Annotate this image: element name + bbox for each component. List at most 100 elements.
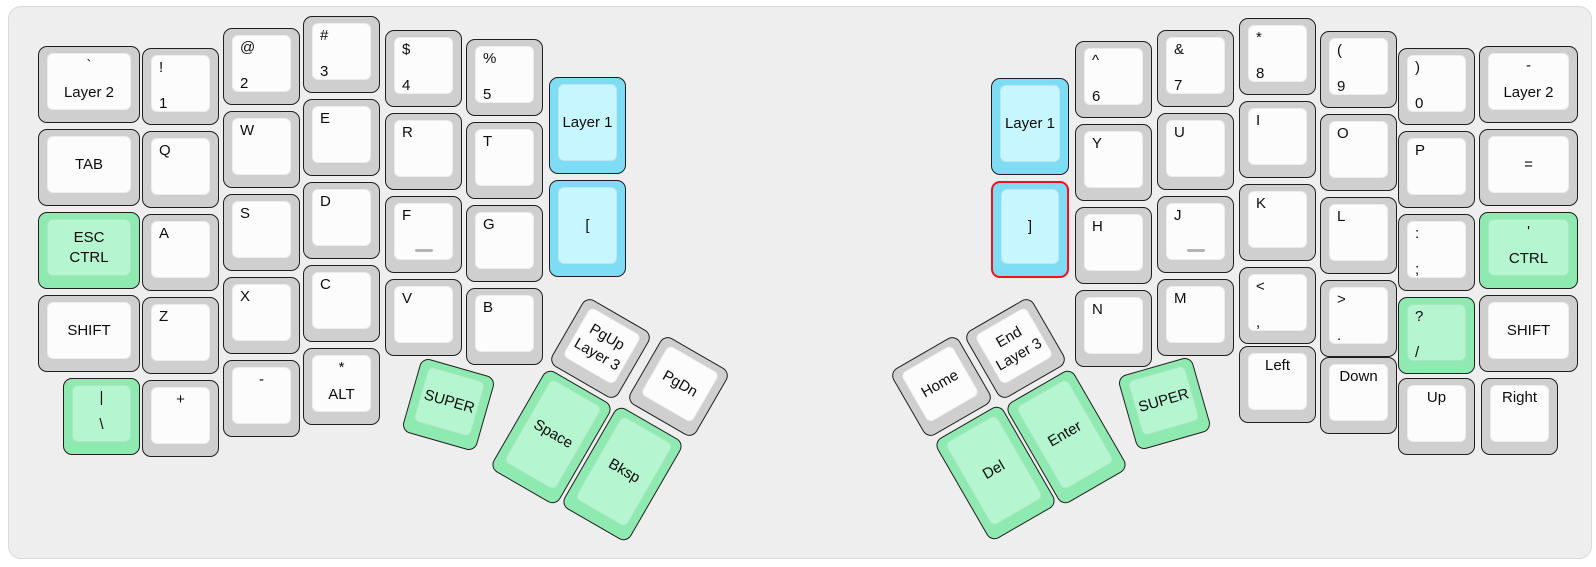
key-r[interactable]: R bbox=[385, 113, 462, 190]
keycap-face: H bbox=[1084, 214, 1143, 271]
keycap-face: !1 bbox=[151, 55, 210, 112]
keycap-face: J bbox=[1166, 203, 1225, 260]
key-f[interactable]: F bbox=[385, 196, 462, 273]
key-quote-ctrl[interactable]: 'CTRL bbox=[1479, 212, 1578, 289]
key-label: G bbox=[483, 216, 495, 233]
keycap-face: Home bbox=[899, 343, 980, 423]
key-lparen-9[interactable]: (9 bbox=[1320, 31, 1397, 108]
key-star-8[interactable]: *8 bbox=[1239, 18, 1316, 95]
key-b[interactable]: B bbox=[466, 288, 543, 365]
key-arrow-up[interactable]: Up bbox=[1398, 378, 1475, 455]
keycap-face: B bbox=[475, 295, 534, 352]
key-right-bracket[interactable]: ] bbox=[991, 181, 1069, 278]
key-label: \ bbox=[99, 416, 104, 433]
key-w[interactable]: W bbox=[223, 111, 300, 188]
keycap-face: Q bbox=[151, 138, 210, 195]
key-label: 7 bbox=[1174, 77, 1183, 94]
key-label: ] bbox=[1027, 217, 1033, 235]
key-label: 8 bbox=[1256, 65, 1265, 82]
key-grave-layer2[interactable]: `Layer 2 bbox=[38, 46, 140, 123]
key-at-2[interactable]: @2 bbox=[223, 28, 300, 105]
key-label: B bbox=[483, 299, 494, 316]
key-x[interactable]: X bbox=[223, 277, 300, 354]
key-p[interactable]: P bbox=[1398, 131, 1475, 208]
key-colon-semicolon[interactable]: :; bbox=[1398, 214, 1475, 291]
key-dollar-4[interactable]: $4 bbox=[385, 30, 462, 107]
key-plus[interactable]: + bbox=[142, 380, 219, 457]
key-label: / bbox=[1415, 344, 1420, 361]
key-super-left[interactable]: SUPER bbox=[400, 356, 496, 452]
keycap-face: A bbox=[151, 221, 210, 278]
key-tab[interactable]: TAB bbox=[38, 129, 140, 206]
key-label: 4 bbox=[402, 77, 411, 94]
key-left-bracket[interactable]: [ bbox=[549, 180, 626, 277]
key-label: > bbox=[1337, 291, 1346, 308]
keycap-face: -Layer 2 bbox=[1488, 53, 1569, 110]
keycap-face: *8 bbox=[1248, 25, 1307, 82]
key-caret-6[interactable]: ^6 bbox=[1075, 41, 1152, 118]
key-o[interactable]: O bbox=[1320, 114, 1397, 191]
key-a[interactable]: A bbox=[142, 214, 219, 291]
key-exclam-1[interactable]: !1 bbox=[142, 48, 219, 125]
key-layer1-left[interactable]: Layer 1 bbox=[549, 77, 626, 174]
keycap-face: N bbox=[1084, 297, 1143, 354]
keycap-face: (9 bbox=[1329, 38, 1388, 95]
key-label: J bbox=[1174, 207, 1182, 224]
key-arrow-right[interactable]: Right bbox=[1481, 378, 1558, 455]
key-d[interactable]: D bbox=[303, 182, 380, 259]
keycap-face: F bbox=[394, 203, 453, 260]
key-hash-3[interactable]: #3 bbox=[303, 16, 380, 93]
key-k[interactable]: K bbox=[1239, 184, 1316, 261]
key-pipe-backslash[interactable]: |\ bbox=[63, 378, 140, 455]
key-minus-layer2[interactable]: -Layer 2 bbox=[1479, 46, 1578, 123]
keycap-face: Layer 1 bbox=[1000, 85, 1060, 162]
key-arrow-down[interactable]: Down bbox=[1320, 357, 1397, 434]
key-lt-comma[interactable]: <, bbox=[1239, 267, 1316, 344]
key-shift-left[interactable]: SHIFT bbox=[38, 295, 140, 372]
key-z[interactable]: Z bbox=[142, 297, 219, 374]
key-layer1-right[interactable]: Layer 1 bbox=[991, 78, 1069, 175]
keycap-face: Left bbox=[1248, 353, 1307, 410]
key-super-right[interactable]: SUPER bbox=[1116, 355, 1212, 451]
key-label: Space bbox=[530, 415, 576, 452]
key-j[interactable]: J bbox=[1157, 196, 1234, 273]
key-e[interactable]: E bbox=[303, 99, 380, 176]
key-g[interactable]: G bbox=[466, 205, 543, 282]
key-label: : bbox=[1415, 225, 1420, 242]
key-label: Up bbox=[1426, 389, 1447, 406]
key-amp-7[interactable]: &7 bbox=[1157, 30, 1234, 107]
key-label: I bbox=[1256, 112, 1261, 129]
key-rparen-0[interactable]: )0 bbox=[1398, 48, 1475, 125]
key-c[interactable]: C bbox=[303, 265, 380, 342]
key-u[interactable]: U bbox=[1157, 113, 1234, 190]
key-minus-left[interactable]: - bbox=[223, 360, 300, 437]
key-label: M bbox=[1174, 290, 1187, 307]
key-l[interactable]: L bbox=[1320, 197, 1397, 274]
key-q[interactable]: Q bbox=[142, 131, 219, 208]
key-percent-5[interactable]: %5 bbox=[466, 39, 543, 116]
keycap-face: )0 bbox=[1407, 55, 1466, 112]
key-v[interactable]: V bbox=[385, 279, 462, 356]
key-equals[interactable]: = bbox=[1479, 129, 1578, 206]
key-y[interactable]: Y bbox=[1075, 124, 1152, 201]
key-h[interactable]: H bbox=[1075, 207, 1152, 284]
key-label: L bbox=[1337, 208, 1346, 225]
key-label: Right bbox=[1501, 389, 1538, 406]
key-n[interactable]: N bbox=[1075, 290, 1152, 367]
key-shift-right[interactable]: SHIFT bbox=[1479, 295, 1578, 372]
key-gt-period[interactable]: >. bbox=[1320, 280, 1397, 357]
key-t[interactable]: T bbox=[466, 122, 543, 199]
key-label: S bbox=[240, 205, 251, 222]
key-label: U bbox=[1174, 124, 1185, 141]
key-s[interactable]: S bbox=[223, 194, 300, 271]
key-i[interactable]: I bbox=[1239, 101, 1316, 178]
key-m[interactable]: M bbox=[1157, 279, 1234, 356]
key-label: R bbox=[402, 124, 413, 141]
key-asterisk-alt[interactable]: *ALT bbox=[303, 348, 380, 425]
key-arrow-left[interactable]: Left bbox=[1239, 346, 1316, 423]
key-question-slash[interactable]: ?/ bbox=[1398, 297, 1475, 374]
key-label: SHIFT bbox=[1506, 321, 1551, 339]
keycap-face: [ bbox=[558, 187, 617, 264]
